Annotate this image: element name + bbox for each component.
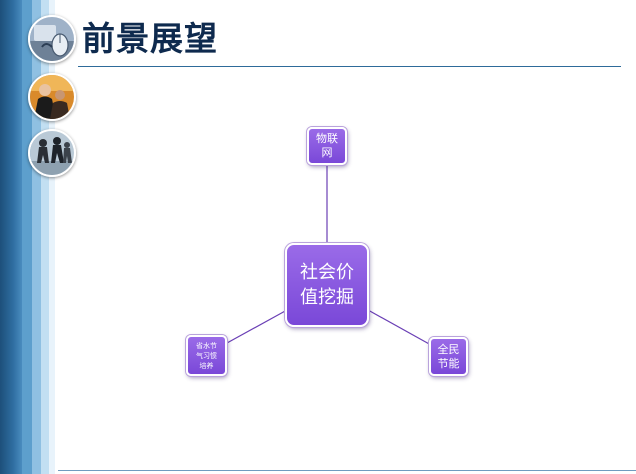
title-underline: [78, 66, 621, 67]
sidebar-stripe: [0, 0, 22, 474]
sidebar-decoration: [0, 0, 58, 474]
sidebar-stripe: [49, 0, 55, 474]
connector-right: [367, 309, 432, 346]
sidebar-stripe: [55, 0, 58, 474]
page-title: 前景展望: [82, 19, 218, 58]
branch-node-saving-habits: 省水节 气习惯 培养: [186, 335, 227, 376]
sidebar-stripe: [41, 0, 49, 474]
connector-left: [226, 309, 288, 344]
sidebar-stripe: [22, 0, 32, 474]
sidebar-stripe: [32, 0, 41, 474]
people-walking-photo: [28, 129, 76, 177]
bottom-divider: [58, 470, 636, 471]
computer-mouse-photo: [28, 15, 76, 63]
businesspeople-photo: [28, 73, 76, 121]
branch-node-energy-saving: 全民 节能: [429, 337, 468, 376]
center-node: 社会价 值挖掘: [285, 243, 369, 327]
branch-node-iot: 物联 网: [307, 127, 347, 165]
